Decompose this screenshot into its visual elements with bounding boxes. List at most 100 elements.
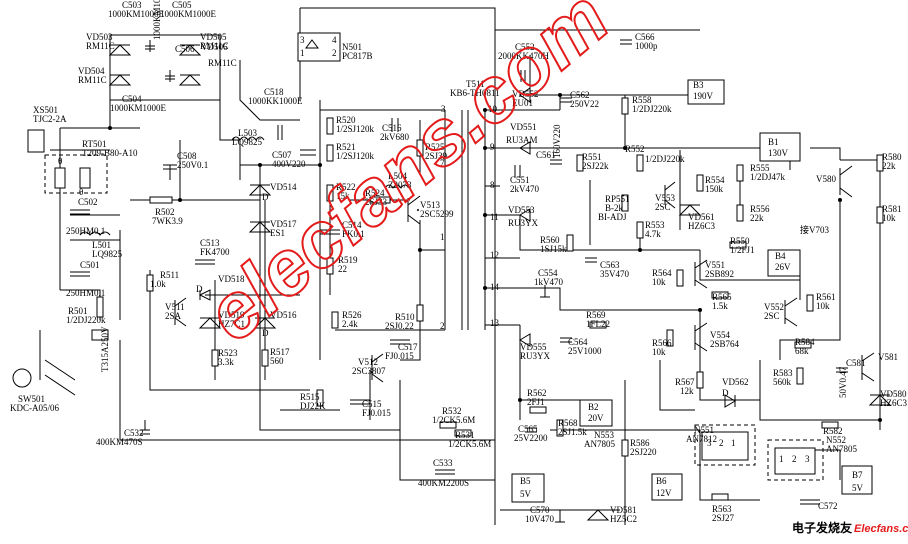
resistor-r532 — [439, 421, 457, 429]
label-v554v: 2SB764 — [710, 339, 740, 349]
label-r561v: 10k — [816, 301, 830, 311]
label-b1: B1 — [768, 137, 779, 147]
resistor-r580 — [876, 154, 884, 172]
label-vd561v: HZ6C3 — [688, 221, 716, 231]
label-b3v: 190V — [693, 91, 714, 101]
inductor-l503 — [231, 136, 265, 141]
plug-sw501 — [12, 368, 32, 388]
label-r517: R517 — [270, 347, 290, 357]
label-c570: C570 — [530, 505, 550, 515]
cap-c513 — [195, 259, 215, 265]
zener-vd580 — [868, 394, 892, 406]
label-r564v: 10k — [652, 277, 666, 287]
label-vd517v: ES1 — [270, 228, 285, 238]
optocoupler-n501 — [297, 32, 341, 62]
label-r583v: 560k — [773, 377, 792, 387]
label-vd551v: RU3AM — [506, 135, 538, 145]
resistor-r526 — [331, 311, 339, 329]
resistor-r586 — [621, 439, 629, 457]
label-n551p1: 1 — [731, 438, 736, 448]
resistor-r521 — [326, 144, 334, 162]
label-b4: B4 — [775, 251, 786, 261]
diode-vd555 — [519, 333, 531, 347]
label-v553: V553 — [655, 193, 675, 203]
label-v552: V552 — [764, 302, 784, 312]
label-r511: R511 — [160, 270, 179, 280]
label-vd561: VD561 — [688, 212, 715, 222]
fuse-f501 — [91, 329, 109, 341]
resistor-r520 — [326, 117, 334, 135]
label-n501: N501 — [342, 42, 362, 52]
label-c551v: 2kV470 — [510, 184, 539, 194]
label-v512v: 2SC3807 — [352, 366, 386, 376]
label-vd580: VD580 — [880, 389, 907, 399]
cap-c533 — [435, 469, 455, 475]
label-c501v: 250HM0.1 — [66, 288, 105, 298]
label-v552v: 2SC — [764, 311, 780, 321]
transistor-v551 — [694, 259, 708, 289]
label-c502v: 250HM0.1 — [66, 226, 105, 236]
resistor-r552 — [636, 154, 644, 172]
socket-xs501 — [27, 129, 45, 153]
cap-c506 — [165, 70, 175, 82]
label-n552p3: 3 — [805, 454, 810, 464]
label-c506: C506 — [175, 44, 195, 54]
label-l504: L504 — [388, 171, 407, 181]
potentiometer-rp551 — [621, 194, 629, 212]
label-vd555v: RU3YX — [520, 351, 551, 361]
resistor-r501 — [96, 296, 104, 318]
cap-c516 — [391, 118, 399, 132]
label-r582: R582 — [823, 426, 843, 436]
labels: C5031000KM1000EC5051000KM1000EVD503RM11C… — [10, 0, 908, 524]
transistor-v512 — [371, 353, 384, 383]
label-c562v: 250V22 — [570, 99, 599, 109]
label-b2v: 20V — [588, 413, 604, 423]
resistor-r584 — [794, 341, 812, 349]
label-vd517: VD517 — [270, 219, 297, 229]
label-r531v: 1/2CK5.6M — [448, 439, 491, 449]
label-vd505v: RM11C — [200, 41, 229, 51]
label-vd504: VD504 — [78, 66, 105, 76]
resistor-r525 — [416, 139, 424, 157]
label-d516: D — [262, 328, 269, 338]
label-c564v: 25V1000 — [568, 346, 602, 356]
label-r526v: 2.4k — [342, 319, 358, 329]
label-r554v: 150k — [705, 184, 724, 194]
label-r515v: DJ22K — [300, 401, 326, 411]
label-b7v: 5V — [852, 483, 864, 493]
label-rp551v2: BI-ADJ — [598, 212, 627, 222]
resistor-r524 — [369, 196, 391, 204]
label-b5v: 5V — [520, 489, 532, 499]
thermistor-rt501b — [79, 167, 91, 189]
label-c514: C514 — [342, 220, 362, 230]
label-r556v: 22k — [750, 213, 764, 223]
label-r551v: 2SJ22k — [582, 161, 609, 171]
box-b2 — [579, 399, 613, 427]
label-theta2: θ — [79, 187, 83, 197]
label-r564: R564 — [652, 268, 672, 278]
label-r560: R560 — [540, 235, 560, 245]
resistor-r556 — [736, 204, 744, 222]
label-c563v: 35V470 — [600, 269, 629, 279]
label-v511: V511 — [165, 302, 185, 312]
label-n551: N551 — [694, 425, 714, 435]
label-r522: R522 — [336, 182, 356, 192]
cap-c552 — [520, 70, 526, 82]
label-v703: 接V703 — [800, 224, 829, 235]
label-pin2b: 2 — [440, 321, 445, 331]
label-pin7: 7 — [440, 158, 445, 168]
label-c501: C501 — [80, 260, 100, 270]
label-pin10: 10 — [488, 104, 498, 114]
logo-cn: 电子发烧友 — [792, 520, 852, 535]
label-xs501v: TJC2-2A — [33, 114, 67, 124]
label-c502: C502 — [78, 197, 98, 207]
label-r523v: 3.3k — [218, 357, 234, 367]
label-c515v: FJ0.015 — [362, 408, 391, 418]
site-logo: 电子发烧友 Elecfans.com — [788, 514, 908, 542]
label-c507v: 400V220 — [272, 159, 306, 169]
label-n553v: AN7805 — [584, 439, 615, 449]
label-r563v: 2SJ27 — [712, 513, 735, 523]
inductor-l501 — [79, 231, 111, 236]
label-v554: V554 — [710, 330, 730, 340]
label-c513: C513 — [200, 238, 220, 248]
